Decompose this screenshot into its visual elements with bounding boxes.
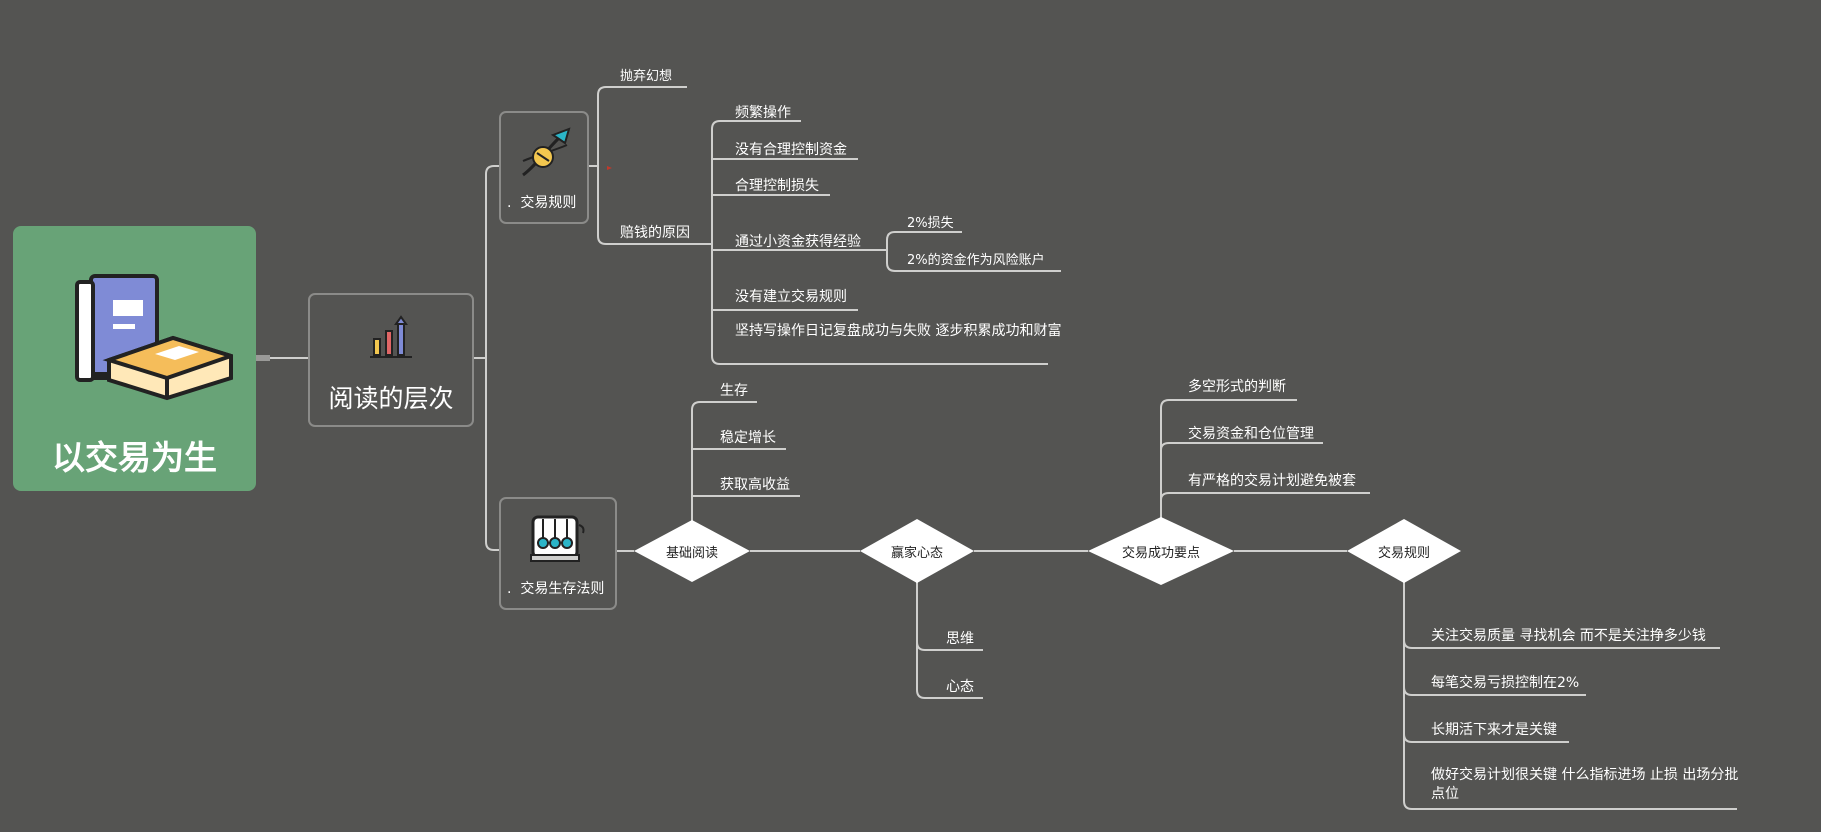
books-icon: [75, 274, 233, 401]
node-thinking[interactable]: 思维: [946, 631, 974, 647]
node-steady-growth[interactable]: 稳定增长: [720, 430, 776, 446]
basic-reading-label[interactable]: 基础阅读: [665, 546, 718, 561]
diamond-trade-rules: [1347, 519, 1461, 583]
trading-rules-caption: . 交易规则: [507, 195, 577, 211]
success-points-label[interactable]: 交易成功要点: [1121, 546, 1200, 561]
node-2pct-loss[interactable]: 2%损失: [907, 216, 954, 231]
node-quality[interactable]: 关注交易质量 寻找机会 而不是关注挣多少钱: [1431, 628, 1706, 644]
node-mentality[interactable]: 心态: [946, 679, 974, 695]
newtons-cradle-icon: [530, 515, 585, 562]
node-small-capital[interactable]: 通过小资金获得经验: [735, 234, 861, 250]
node-high-return[interactable]: 获取高收益: [720, 477, 790, 493]
node-no-capital-control[interactable]: 没有合理控制资金: [735, 142, 847, 158]
dna-icon: [522, 127, 571, 177]
node-capital-position[interactable]: 交易资金和仓位管理: [1188, 426, 1314, 442]
trade-rules-label[interactable]: 交易规则: [1377, 546, 1430, 561]
node-journal[interactable]: 坚持写操作日记复盘成功与失败 逐步积累成功和财富: [735, 323, 1062, 339]
node-plan[interactable]: 做好交易计划很关键 什么指标进场 止损 出场分批点位: [1431, 767, 1739, 802]
node-no-rules[interactable]: 没有建立交易规则: [735, 289, 847, 305]
node-loss-reasons[interactable]: 赔钱的原因: [620, 225, 690, 241]
node-long-short[interactable]: 多空形式的判断: [1188, 379, 1286, 395]
node-frequent-trading[interactable]: 频繁操作: [735, 105, 791, 121]
red-marker: [607, 166, 612, 170]
root-connector-stub: [256, 355, 270, 361]
trading-survival-node[interactable]: . 交易生存法则: [499, 497, 617, 610]
diamond-winner-mindset: [860, 519, 974, 583]
node-abandon-illusion[interactable]: 抛弃幻想: [620, 69, 673, 84]
diamond-basic-reading: [634, 520, 750, 582]
node-long-term[interactable]: 长期活下来才是关键: [1431, 722, 1557, 738]
root-title: 以交易为生: [52, 438, 217, 477]
trading-survival-caption: . 交易生存法则: [507, 581, 605, 597]
trading-rules-node[interactable]: . 交易规则: [499, 111, 589, 224]
reading-level-node[interactable]: 阅读的层次: [308, 293, 474, 427]
node-2pct-risk-account[interactable]: 2%的资金作为风险账户: [907, 253, 1045, 268]
bar-chart-icon: [370, 315, 412, 358]
reading-level-title: 阅读的层次: [328, 384, 454, 413]
node-survive[interactable]: 生存: [720, 383, 748, 399]
node-loss-limit[interactable]: 每笔交易亏损控制在2%: [1431, 675, 1580, 691]
node-control-loss[interactable]: 合理控制损失: [735, 178, 819, 194]
winner-mindset-label[interactable]: 赢家心态: [890, 546, 943, 561]
node-strict-plan[interactable]: 有严格的交易计划避免被套: [1188, 473, 1356, 489]
root-node[interactable]: 以交易为生: [13, 226, 256, 491]
diamond-success-points: [1088, 517, 1234, 585]
